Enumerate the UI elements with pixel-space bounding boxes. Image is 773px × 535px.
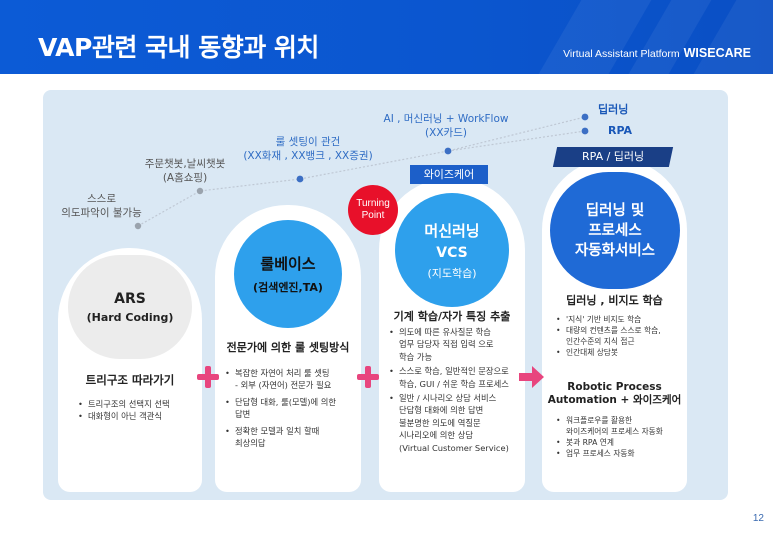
- list-item: 대화형이 아닌 객관식: [78, 410, 198, 423]
- wisecare-tag: 와이즈케어: [410, 165, 488, 184]
- rule-heading: 전문가에 의한 룰 셋팅방식: [226, 341, 350, 354]
- timeline-dot-2: [196, 187, 204, 195]
- dl-heading: 딥러닝 , 비지도 학습: [566, 294, 663, 307]
- timeline-dot-4: [444, 147, 452, 155]
- plus-icon: [197, 366, 219, 388]
- list-item: 대량의 컨텐츠를 스스로 학습,인간수준의 지식 접근: [556, 325, 688, 347]
- ml-title-vcs: VCS: [436, 244, 468, 261]
- dl-title-1: 딥러닝 및: [585, 202, 645, 219]
- list-item: 봇과 RPA 연계: [556, 437, 688, 448]
- arrow-right-icon: [519, 366, 544, 388]
- timeline-dot-6: [581, 127, 589, 135]
- label-deep-learning: 딥러닝: [598, 103, 629, 116]
- ml-title: 머신러닝: [424, 221, 480, 240]
- label-rpa: RPA: [608, 124, 633, 137]
- ars-title: ARS: [114, 290, 146, 307]
- list-item: '지식' 기반 비지도 학습: [556, 314, 688, 325]
- page-number: 12: [752, 513, 764, 524]
- ml-subtitle: (지도학습): [427, 266, 477, 280]
- timeline-label-3: 룰 셋팅이 관건(XX화재 , XX뱅크 , XX증권): [243, 136, 373, 162]
- list-item: 복잡한 자연어 처리 룰 셋팅- 외부 (자연어) 전문가 필요: [225, 367, 357, 392]
- dl-title-2: 프로세스: [588, 222, 642, 239]
- timeline-dot-5: [581, 113, 589, 121]
- dl-bullets: '지식' 기반 비지도 학습 대량의 컨텐츠를 스스로 학습,인간수준의 지식 …: [556, 314, 688, 358]
- rule-title: 룰베이스: [260, 255, 316, 273]
- brand-prefix: Virtual Assistant Platform: [563, 48, 680, 60]
- list-item: 업무 프로세스 자동화: [556, 448, 688, 459]
- dl-circle: 딥러닝 및 프로세스 자동화서비스: [550, 172, 680, 289]
- timeline-label-2: 주문챗봇,날씨챗봇(A홈쇼핑): [144, 158, 226, 184]
- plus-icon: [357, 366, 379, 388]
- list-item: 트리구조의 선택지 선택: [78, 398, 198, 411]
- ml-heading: 기계 학습/자가 특징 추출: [393, 310, 511, 323]
- ml-circle: 머신러닝 VCS (지도학습): [395, 193, 509, 307]
- rule-bullets: 복잡한 자연어 처리 룰 셋팅- 외부 (자연어) 전문가 필요 단답형 대화,…: [225, 367, 357, 449]
- dl-title-3: 자동화서비스: [574, 242, 656, 259]
- page-title: VAP관련 국내 동향과 위치: [38, 33, 319, 62]
- timeline-dot-3: [296, 175, 304, 183]
- header-banner: VAP관련 국내 동향과 위치 Virtual Assistant Platfo…: [0, 0, 773, 74]
- timeline-label-4: AI , 머신러닝 + WorkFlow(XX카드): [383, 113, 509, 139]
- rule-circle: 룰베이스 (검색엔진,TA): [234, 220, 342, 328]
- ars-bullets: 트리구조의 선택지 선택 대화형이 아닌 객관식: [78, 398, 198, 423]
- ars-circle: ARS (Hard Coding): [68, 255, 192, 359]
- ars-heading: 트리구조 따라가기: [85, 373, 175, 387]
- ars-subtitle: (Hard Coding): [86, 310, 174, 324]
- list-item: 인간대체 상담봇: [556, 347, 688, 358]
- rpa-deeplearning-tag: RPA / 딥러닝: [552, 147, 674, 167]
- rule-subtitle: (검색엔진,TA): [253, 281, 323, 294]
- timeline-dot-1: [134, 222, 142, 230]
- brand-name: WISECARE: [683, 46, 751, 60]
